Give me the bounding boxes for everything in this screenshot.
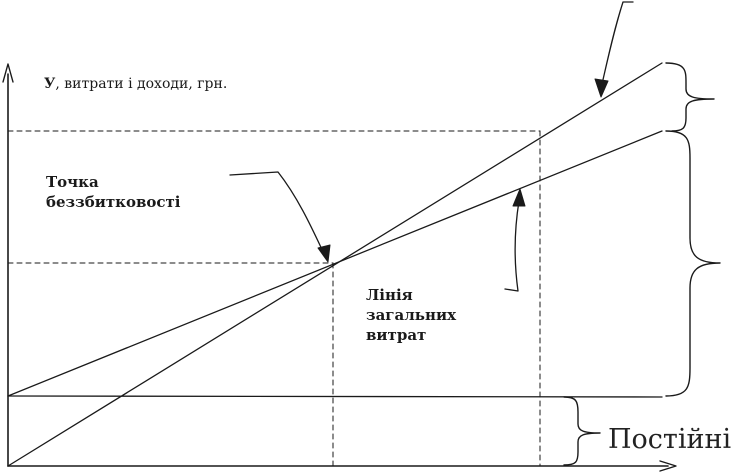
break-even-label-line1: Точка [46, 173, 99, 191]
y-axis-symbol: У [44, 76, 56, 92]
total-costs-pointer-head [512, 188, 526, 207]
y-axis-label: У, витрати і доходи, грн. [44, 76, 227, 92]
profit-brace [665, 62, 715, 132]
total-costs-label-line2: загальних [366, 306, 457, 324]
x-axis-arrowhead [659, 460, 677, 472]
break-even-pointer [229, 171, 327, 259]
break-even-label-line2: беззбиткoвості [46, 193, 181, 211]
total-costs-label: Лінія загальних витрат [366, 285, 456, 345]
revenue-line [7, 62, 663, 467]
total-costs-label-line3: витрат [366, 326, 427, 344]
break-even-pointer-head [317, 244, 331, 263]
variable-costs-brace [665, 130, 721, 397]
total-costs-line [7, 130, 663, 397]
fixed-costs-line [7, 395, 663, 398]
total-costs-label-line1: Лінія [366, 286, 413, 304]
y-axis-arrowhead [2, 63, 14, 83]
y-axis-label-text: , витрати і доходи, грн. [55, 76, 228, 92]
revenue-pointer [601, 1, 634, 85]
revenue-pointer-head [594, 78, 609, 98]
total-costs-pointer [504, 200, 520, 292]
fixed-costs-label: Постійні [608, 424, 732, 455]
break-even-label: Точка беззбиткoвості [46, 172, 181, 212]
fixed-costs-brace [563, 396, 601, 466]
